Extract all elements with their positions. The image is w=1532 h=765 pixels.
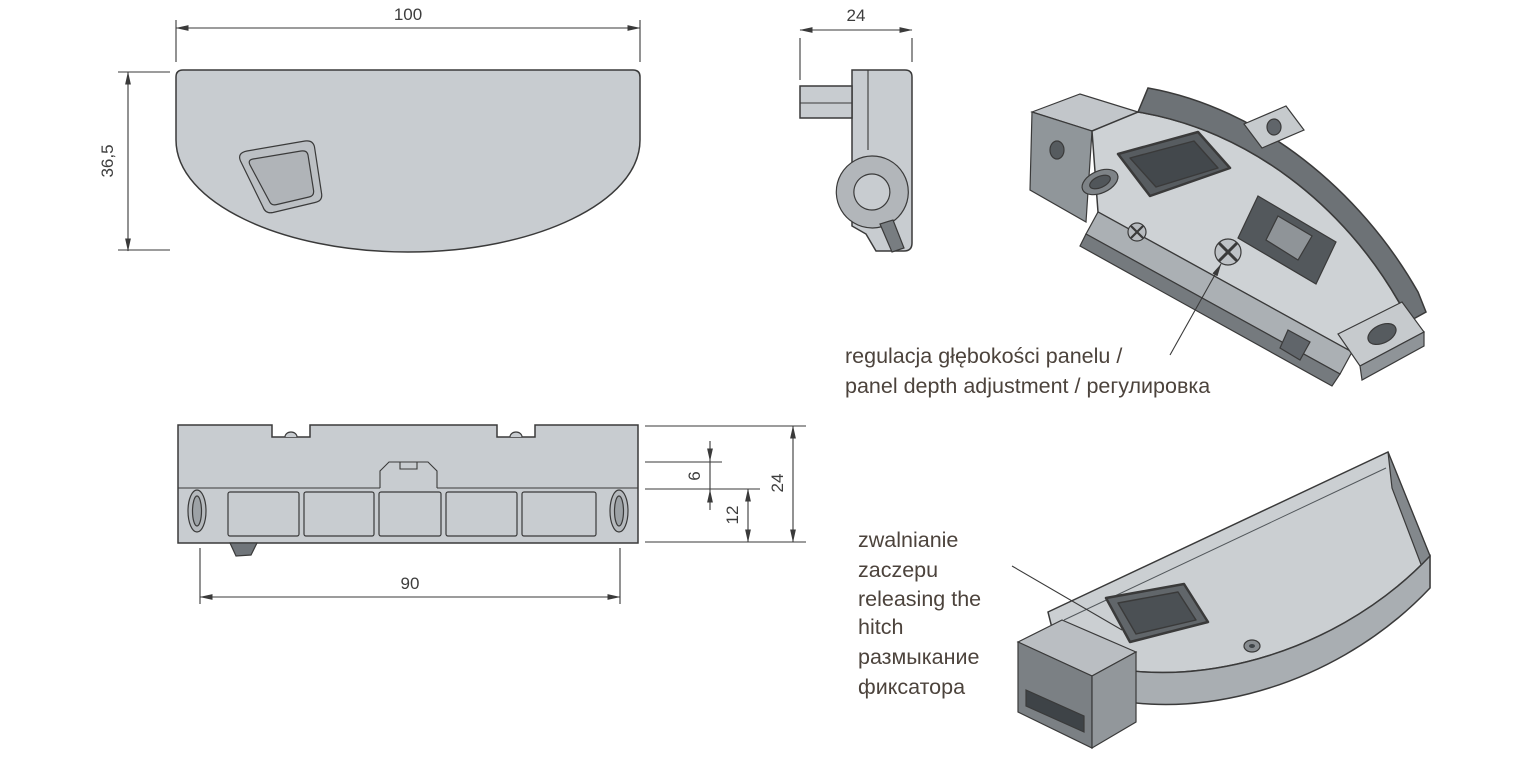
panel-segment [378,491,442,537]
slot-left-inner [191,495,203,527]
release-hole-underside-inner [1129,140,1219,188]
screw-hole-center [1249,644,1255,648]
panel-segment [303,491,375,537]
top-flange-hole [1266,118,1282,136]
notch-dome [284,431,298,438]
wall-screw-slot [1130,225,1144,239]
annotation-line: regulacja głębokości panelu / [845,344,1122,368]
dim-front-panel: 12 [723,506,742,525]
top-view: 100 36,5 [98,5,641,253]
annotation-line: zwalnianie [858,528,958,552]
center-tab [379,461,438,488]
oval-slot-inner [1089,174,1111,190]
front-view: 90 6 12 24 [177,424,806,604]
dim-front-total: 24 [768,474,787,493]
back-wall-edge [1079,233,1341,387]
hook-claw [879,219,905,253]
dim-front-spacing: 90 [401,574,420,593]
right-tab-edge [1359,331,1425,381]
part-side-arm [799,85,853,119]
right-tab-slot [1367,322,1397,346]
leader-line-hitch [1011,565,1123,631]
hook-inside [1265,215,1313,261]
dim-top-width: 100 [394,5,422,24]
annotation-depth-adjustment: regulacja głębokości panelu / panel dept… [845,344,1210,398]
slot-right-inner [613,495,625,527]
panel-segment [521,491,597,537]
annotation-line: zaczepu [858,558,938,582]
annotation-hitch-release: zwalnianie zaczepu releasing the hitch р… [858,528,981,699]
release-hole-top-inner [1117,591,1197,635]
dim-top-height: 36,5 [98,144,117,177]
notch-dome [509,431,523,438]
center-tab-notch [399,462,418,470]
isometric-underside-view [1029,87,1427,387]
hook-tip [229,542,258,557]
clip-detail [1279,329,1311,361]
bracket-slot [1025,689,1085,733]
annotation-line: releasing the [858,587,981,611]
panel-segment [227,491,300,537]
left-tab-hole [1049,140,1065,160]
annotation-line: hitch [858,615,903,639]
annotation-line: размыкание [858,645,979,669]
annotation-line: panel depth adjustment / регулировка [845,374,1210,398]
screw-cross-slot [1217,241,1239,263]
dim-side-depth: 24 [847,6,866,25]
dim-front-step: 6 [685,471,704,480]
release-hole-inner [248,150,315,206]
leader-line-screw [1169,263,1222,356]
panel-segment [445,491,518,537]
part-front-face [177,424,639,544]
side-view: 24 [799,6,913,253]
bracket-right-face [1091,650,1137,750]
isometric-top-view [1011,450,1431,750]
hook-ring [835,155,909,229]
annotation-line: фиксатора [858,675,965,699]
left-tab-side-face [1029,111,1093,223]
